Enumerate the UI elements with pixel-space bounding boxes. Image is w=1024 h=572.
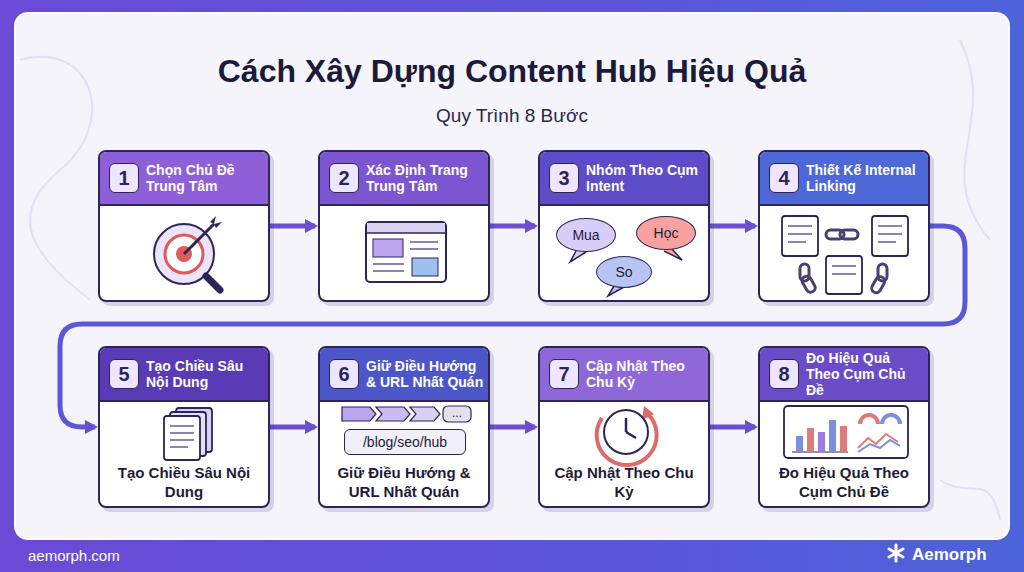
step-number: 8: [778, 363, 789, 385]
breadcrumb-more: ...: [443, 406, 471, 420]
step-card: Thiết Kế Internal Linking 4: [758, 150, 930, 302]
website-url: aemorph.com: [28, 546, 120, 565]
logo-mark: [886, 543, 906, 563]
step-card: Chọn Chủ Đề Trung Tâm 1: [98, 150, 270, 302]
step-title: Chọn Chủ Đề Trung Tâm: [146, 153, 264, 203]
step-card: Đo Hiệu Quả Theo Cụm Chủ Đề Đo Hiệu Quả T…: [758, 346, 930, 508]
step-card: Giữ Điều Hướng & URL Nhất QuánGiữ Điều H…: [318, 346, 490, 508]
step-card: Cập Nhật Theo Chu Kỳ Cập Nhật Theo Chu Kỳ…: [538, 346, 710, 508]
step-title: Giữ Điều Hướng & URL Nhất Quán: [366, 349, 484, 399]
step-number-badge: 7: [549, 359, 579, 389]
flow-arrow: [490, 224, 535, 229]
step-caption: Cập Nhật Theo Chu Kỳ: [546, 460, 702, 504]
step-number: 1: [118, 167, 129, 189]
subtitle: Quy Trình 8 Bước: [0, 104, 1024, 127]
step-number-badge: 4: [769, 163, 799, 193]
step-number-badge: 5: [109, 359, 139, 389]
diagram-title: Cách Xây Dựng Content Hub Hiệu Quả: [0, 52, 1024, 90]
node-text: Học: [654, 225, 679, 241]
step-card: Xác Định Trang Trung Tâm 2: [318, 150, 490, 302]
step-number: 7: [558, 363, 569, 385]
intent-bubble: So: [596, 256, 652, 288]
flow-arrow: [270, 224, 315, 229]
flow-arrow: [710, 425, 755, 430]
step-caption: Giữ Điều Hướng & URL Nhất Quán: [326, 460, 482, 504]
step-card: Nhóm Theo Cụm Intent 3Mua HọcSo: [538, 150, 710, 302]
brand-name: Aemorph: [912, 544, 987, 565]
step-title: Đo Hiệu Quả Theo Cụm Chủ Đề: [806, 349, 924, 399]
step-title: Tạo Chiều Sâu Nội Dung: [146, 349, 264, 399]
step-title: Thiết Kế Internal Linking: [806, 153, 924, 203]
intent-bubble: Học: [636, 216, 696, 250]
step-number: 6: [338, 363, 349, 385]
flow-arrow: [710, 224, 755, 229]
step-title: Nhóm Theo Cụm Intent: [586, 153, 704, 203]
step-card: Tạo Chiều Sâu Nội DungTạo Chiều Sâu Nội …: [98, 346, 270, 508]
node-text: /blog/seo/hub: [363, 434, 447, 450]
flow-arrow: [490, 425, 535, 430]
step-title: Xác Định Trang Trung Tâm: [366, 153, 484, 203]
url-path-box: /blog/seo/hub: [344, 429, 466, 455]
step-number-badge: 6: [329, 359, 359, 389]
step-number: 2: [338, 167, 349, 189]
step-number: 4: [778, 167, 789, 189]
step-number-badge: 1: [109, 163, 139, 193]
step-number-badge: 8: [769, 359, 799, 389]
flow-arrow: [60, 226, 965, 427]
step-number-badge: 3: [549, 163, 579, 193]
step-caption: Đo Hiệu Quả Theo Cụm Chủ Đề: [766, 460, 922, 504]
step-number: 5: [118, 363, 129, 385]
step-caption: Tạo Chiều Sâu Nội Dung: [106, 460, 262, 504]
intent-bubble: Mua: [556, 218, 616, 252]
step-number-badge: 2: [329, 163, 359, 193]
flow-arrow: [270, 425, 315, 430]
node-text: So: [615, 264, 632, 280]
step-title: Cập Nhật Theo Chu Kỳ: [586, 349, 704, 399]
node-text: Mua: [572, 227, 599, 243]
step-number: 3: [558, 167, 569, 189]
